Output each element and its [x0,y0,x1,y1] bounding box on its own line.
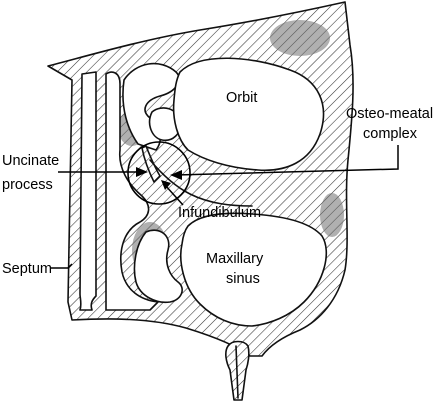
osteomeatal-label-line1: Osteo-meatal [346,106,433,122]
ethmoid-cavity [122,62,180,151]
uncinate-process-shape [141,145,161,183]
osteomeatal-complex-circle [127,141,191,205]
septum-label: Septum [2,261,52,277]
infundibulum-label: Infundibulum [178,205,261,221]
bulla-cell [148,107,182,142]
uncinate-label-line1: Uncinate [2,153,59,169]
septum-leader [50,263,73,269]
uncinate-label-line2: process [2,177,53,193]
infundibulum-arrowhead [161,180,171,190]
maxillary-sinus-cavity [180,212,328,327]
nasal-septum-strip [79,71,97,311]
maxillary-label-line2: sinus [226,271,260,287]
uncinate-arrowhead [136,167,148,177]
infundibulum-channel [149,159,253,207]
orbit-label: Orbit [226,90,257,106]
shade-right-lateral [320,193,344,237]
infundibulum-leader [164,184,184,206]
osteomeatal-arrowhead [170,170,182,180]
maxillary-label-line1: Maxillary [206,251,264,267]
inferior-meatus [133,229,183,304]
orbit-cavity [172,57,325,172]
shade-top-right [270,20,330,56]
tooth-root [235,345,239,399]
nasal-cavity [105,71,159,311]
osteomeatal-label-line2: complex [363,126,418,142]
osteomeatal-leader [175,145,399,176]
